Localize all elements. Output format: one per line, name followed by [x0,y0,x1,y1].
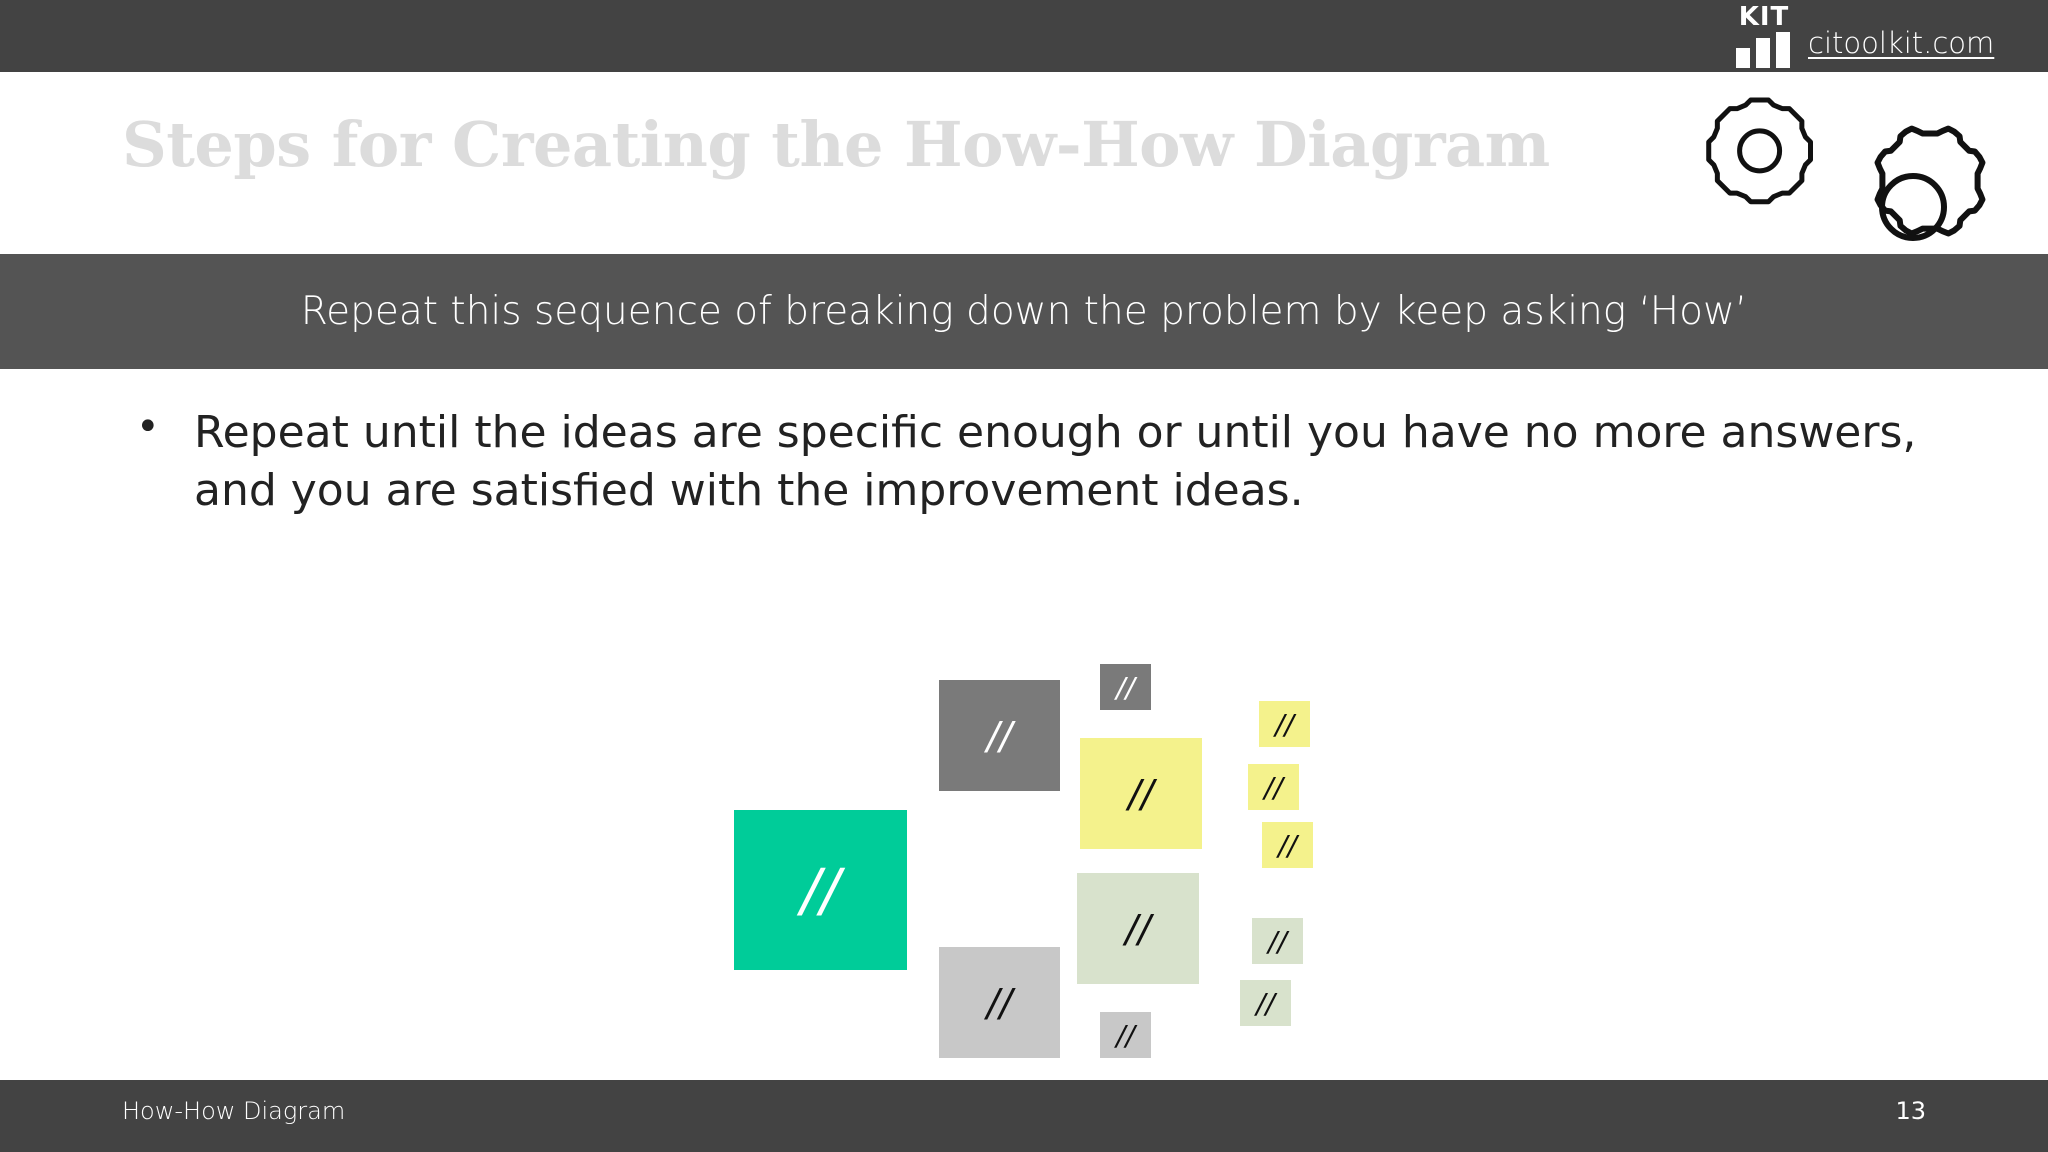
page-number: 13 [1895,1097,1926,1125]
box-label: // [1125,906,1151,951]
site-link[interactable]: citoolkit.com [1808,26,1995,60]
box-label: // [986,980,1013,1025]
top-bar [0,0,2048,72]
box-label: // [1268,924,1287,958]
how-box-level2: // [1100,664,1151,710]
how-box-level3: // [1240,980,1291,1026]
large-gear-icon [1874,125,1986,237]
box-label: // [1256,986,1275,1020]
how-box-level2: // [1080,738,1202,849]
bullet-line: and you are satisfied with the improveme… [194,465,1304,516]
small-gear-icon [1706,97,1813,205]
box-label: // [986,713,1013,758]
box-label: // [1128,771,1154,816]
how-box-level3: // [1248,764,1299,810]
slide-title: Steps for Creating the How-How Diagram [122,108,1550,181]
footer-title: How-How Diagram [122,1097,346,1125]
how-box-level2: // [1100,1012,1151,1058]
box-label: // [1278,828,1297,862]
how-box-level2: // [1077,873,1199,984]
banner-text: Repeat this sequence of breaking down th… [300,289,1748,334]
box-label: // [800,856,841,924]
gears-icon [1706,97,1986,241]
bullet-text: Repeat until the ideas are specific enou… [194,404,1917,520]
box-label: // [1116,670,1135,704]
root-problem-box: // [734,810,907,970]
footer-bar [0,1080,2048,1152]
kit-logo: KIT [1734,2,1794,68]
bullet-line: Repeat until the ideas are specific enou… [194,407,1917,458]
logo-text: KIT [1738,2,1790,32]
how-box-level3: // [1262,822,1313,868]
box-label: // [1116,1018,1135,1052]
box-label: // [1264,770,1283,804]
section-banner: Repeat this sequence of breaking down th… [0,254,2048,369]
how-box-level3: // [1252,918,1303,964]
box-label: // [1275,707,1294,741]
how-box-level1: // [939,680,1060,791]
how-box-level3: // [1259,701,1310,747]
how-box-level1: // [939,947,1060,1058]
bullet-marker: • [136,404,160,450]
